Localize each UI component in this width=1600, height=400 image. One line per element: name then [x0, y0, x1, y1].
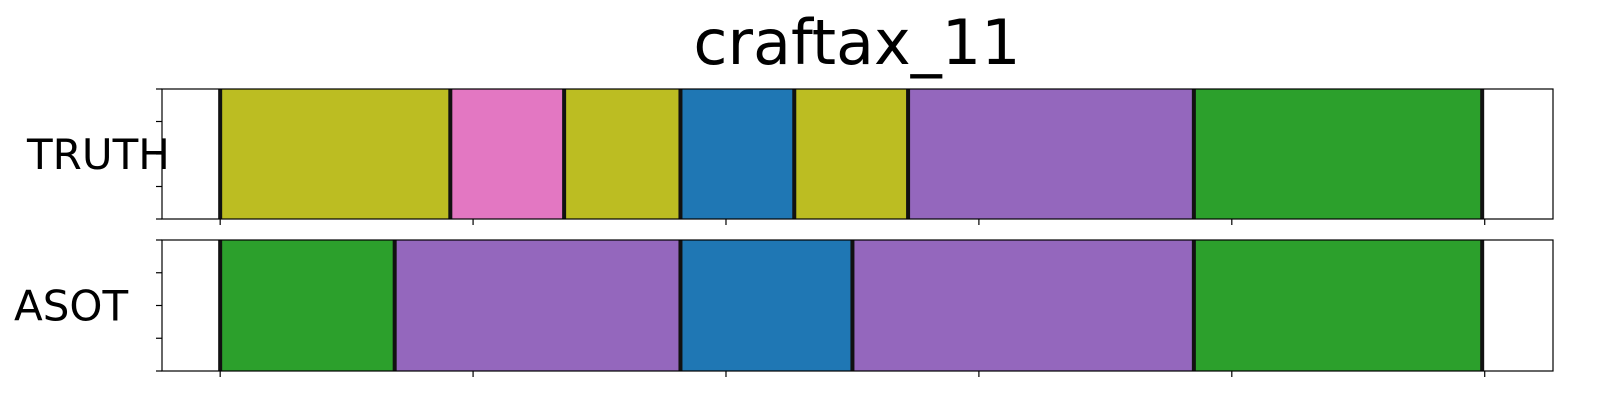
row-asot: ASOT: [14, 239, 1554, 377]
rows-layer: TRUTH ASOT: [14, 88, 1554, 377]
row-label-truth: TRUTH: [26, 130, 170, 179]
segment-truth-6: [908, 89, 1194, 219]
segment-asot-1: [220, 240, 395, 371]
segment-asot-5: [1193, 240, 1483, 371]
row-label-asot: ASOT: [14, 282, 128, 331]
segment-truth-7: [1193, 89, 1483, 219]
segment-truth-3: [564, 89, 681, 219]
segment-truth-2: [450, 89, 565, 219]
segment-asot-3: [680, 240, 853, 371]
segment-asot-4: [852, 240, 1194, 371]
chart-title: craftax_11: [693, 6, 1020, 79]
segment-truth-5: [794, 89, 909, 219]
segment-asot-2: [394, 240, 681, 371]
segment-truth-1: [220, 89, 451, 219]
segment-truth-4: [680, 89, 795, 219]
row-truth: TRUTH: [26, 88, 1554, 225]
